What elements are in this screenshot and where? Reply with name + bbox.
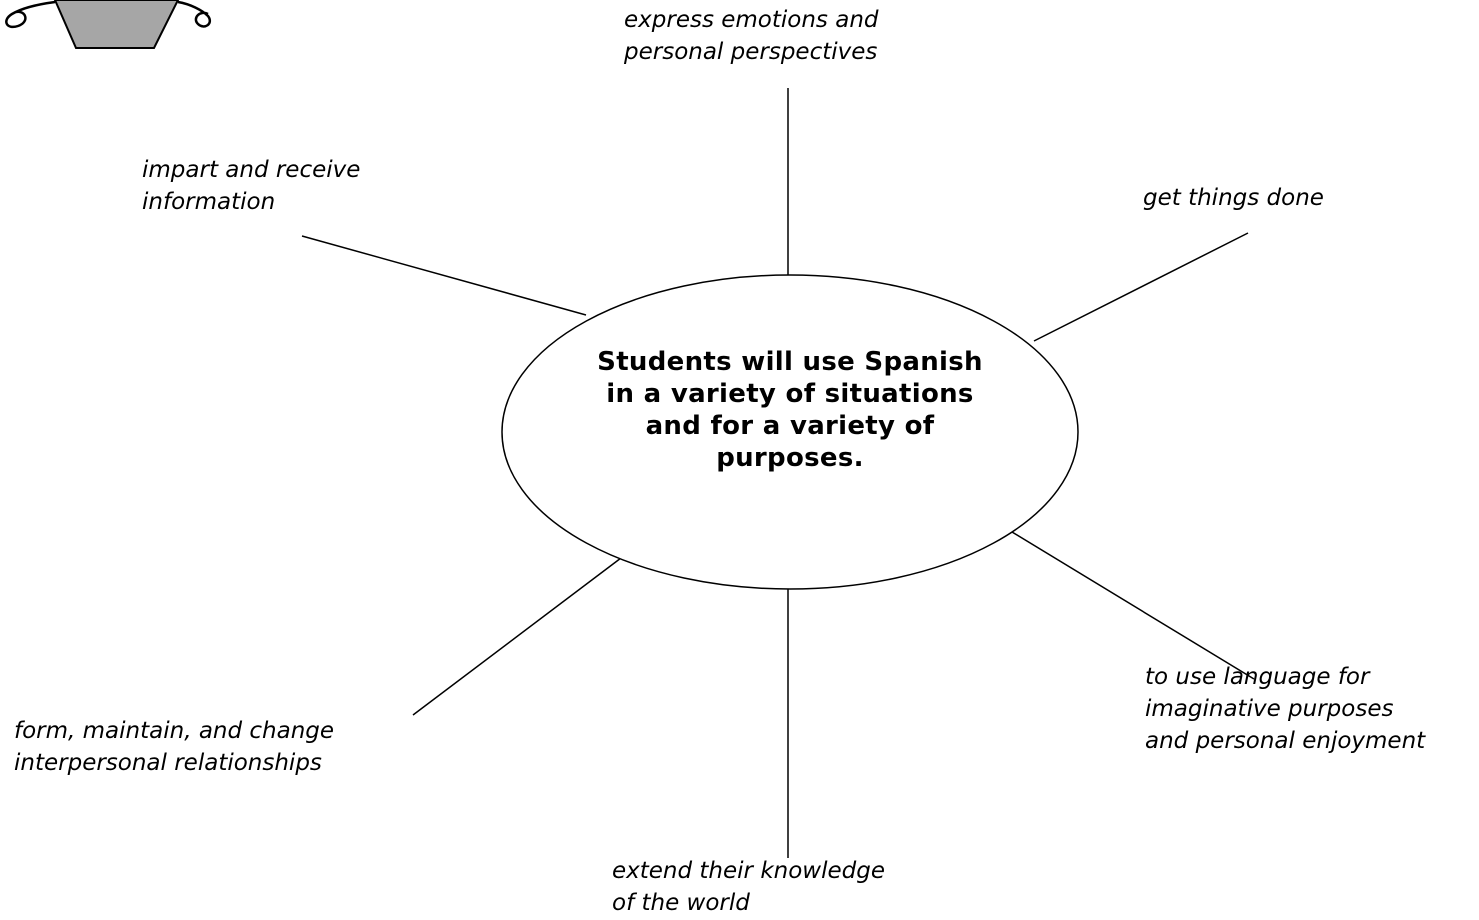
label-line: get things done	[1143, 185, 1324, 211]
purpose-imaginative-use: to use language for imaginative purposes…	[1145, 661, 1425, 757]
label-line: and personal enjoyment	[1145, 728, 1426, 754]
label-line: personal perspectives	[624, 39, 878, 65]
connector-impart	[301, 235, 587, 316]
purpose-get-things-done: get things done	[1143, 182, 1324, 214]
center-ellipse	[501, 274, 1079, 590]
label-line: form, maintain, and change	[14, 718, 335, 744]
label-line: information	[142, 189, 276, 215]
connector-relationships	[412, 557, 622, 716]
label-line: express emotions and	[624, 7, 879, 33]
label-line: impart and receive	[142, 157, 361, 183]
label-line: imaginative purposes	[1145, 696, 1394, 722]
gray-trapezoid-clipart-icon	[5, 0, 212, 49]
center-line: in a variety of situations	[606, 379, 974, 409]
center-line: and for a variety of	[645, 411, 935, 441]
center-line: Students will use Spanish	[597, 347, 983, 377]
connector-get-things-done	[1033, 232, 1249, 342]
purpose-extend-knowledge: extend their knowledge of the world	[612, 855, 885, 919]
label-line: to use language for	[1145, 664, 1370, 690]
purpose-impart-information: impart and receive information	[142, 154, 360, 218]
purpose-interpersonal-relationships: form, maintain, and change interpersonal…	[14, 715, 334, 779]
label-line: of the world	[612, 890, 750, 916]
center-statement: Students will use Spanish in a variety o…	[560, 346, 1020, 474]
label-line: extend their knowledge	[612, 858, 885, 884]
purpose-express-emotions: express emotions and personal perspectiv…	[624, 4, 879, 68]
center-line: purposes.	[716, 443, 864, 473]
connector-imaginative	[1011, 531, 1255, 680]
label-line: interpersonal relationships	[14, 750, 322, 776]
